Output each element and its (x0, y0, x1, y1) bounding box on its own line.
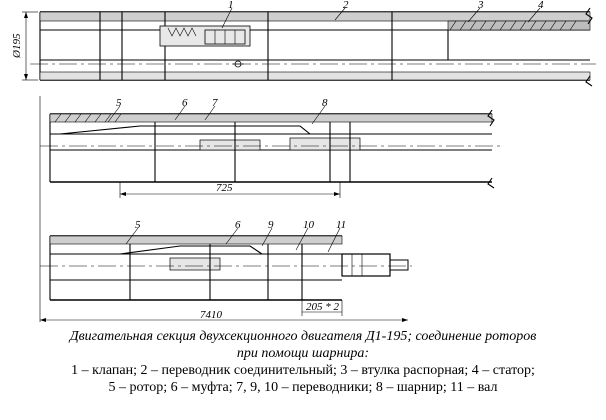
label-3: 3 (477, 0, 484, 11)
caption-title-line1: Двигательная секция двухсекционного двиг… (69, 329, 537, 344)
figure-caption: Двигательная секция двухсекционного двиг… (0, 328, 606, 396)
label-5-mid: 5 (116, 97, 122, 109)
view-middle: 725 5 6 7 8 (40, 97, 500, 198)
label-6-mid: 6 (182, 97, 188, 109)
label-6-bottom: 6 (235, 219, 241, 231)
dim-7410-label: 7410 (200, 309, 223, 321)
caption-title-line2: при помощи шарнира: (236, 346, 370, 361)
label-11: 11 (336, 219, 346, 231)
label-4: 4 (538, 0, 544, 11)
caption-parts-line1: 1 – клапан; 2 – переводник соединительны… (71, 363, 535, 378)
label-1: 1 (228, 0, 234, 11)
view-top: Ø195 1 2 3 4 (11, 0, 596, 87)
label-7: 7 (212, 97, 218, 109)
diameter-dim-label: Ø195 (11, 33, 23, 59)
dim-725-label: 725 (216, 182, 233, 194)
label-5-bottom: 5 (135, 219, 141, 231)
caption-parts-line2: 5 – ротор; 6 – муфта; 7, 9, 10 – перевод… (108, 380, 498, 395)
label-2: 2 (343, 0, 349, 11)
label-9: 9 (268, 219, 274, 231)
label-10: 10 (303, 219, 315, 231)
dim-205-label: 205 * 2 (306, 301, 340, 313)
label-8: 8 (322, 97, 328, 109)
engine-section-drawing: Ø195 1 2 3 4 725 (11, 0, 596, 322)
view-bottom: 205 * 2 7410 5 6 9 10 11 (39, 96, 412, 322)
